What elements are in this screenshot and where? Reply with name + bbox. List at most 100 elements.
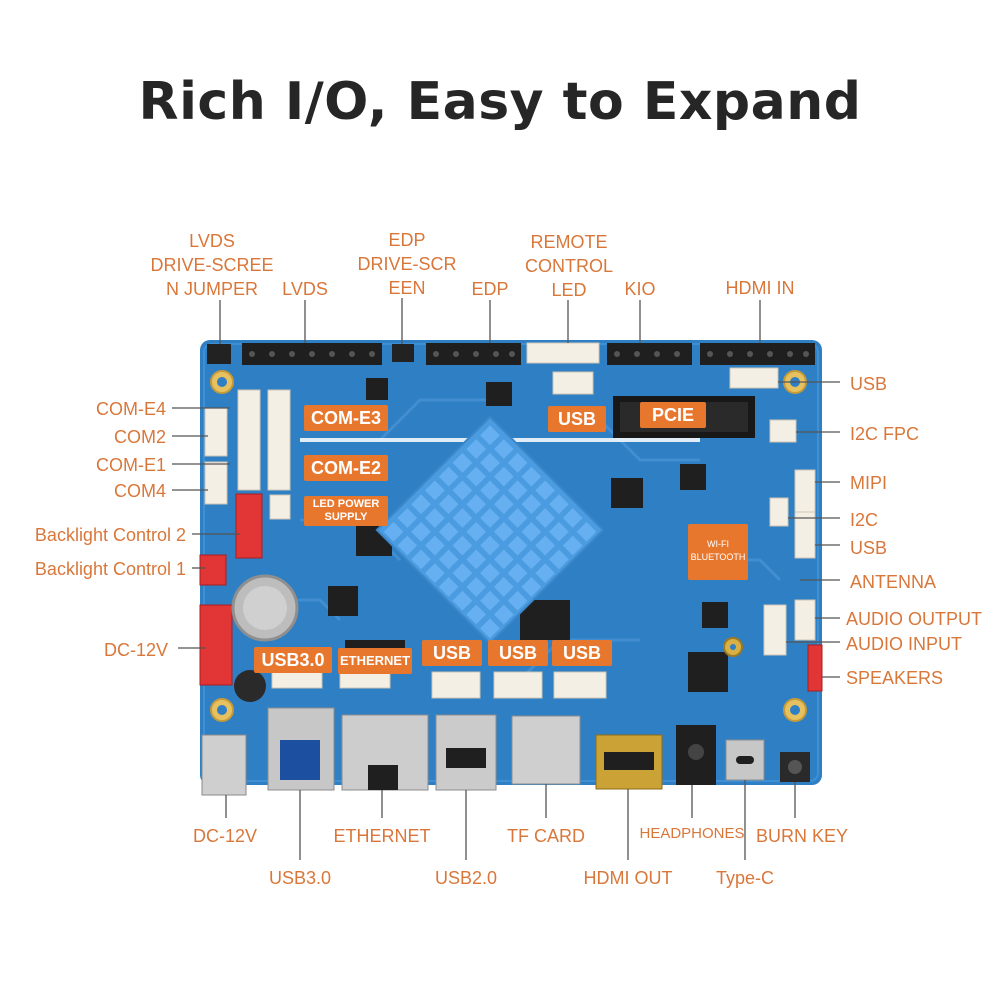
tag-pcie: PCIE bbox=[640, 402, 706, 428]
label-usb20: USB2.0 bbox=[434, 868, 498, 888]
heatsink-fin bbox=[493, 549, 514, 570]
heatsink-fin bbox=[452, 590, 473, 611]
bottom-ports bbox=[201, 707, 810, 796]
tag-usb-b: USB bbox=[488, 640, 548, 666]
label-edp-drive-screen: EDP DRIVE-SCR EEN bbox=[357, 230, 457, 298]
heatsink-fin bbox=[493, 604, 514, 625]
label-dc12v-left: DC-12V bbox=[103, 640, 168, 660]
heatsink-fin bbox=[507, 590, 528, 611]
label-i2c: I2C bbox=[850, 510, 879, 530]
heatsink-fin bbox=[521, 549, 542, 570]
heatsink-fin bbox=[480, 618, 500, 639]
heatsink-fin bbox=[452, 535, 473, 556]
label-audio-output: AUDIO OUTPUT bbox=[846, 609, 983, 629]
heatsink-fin bbox=[535, 563, 556, 584]
heatsink-fin bbox=[480, 590, 500, 611]
heatsink-fin bbox=[480, 425, 500, 446]
heatsink-fin bbox=[452, 480, 473, 501]
heatsink-fin bbox=[535, 480, 556, 501]
heatsink bbox=[375, 415, 605, 645]
label-remote-control-led: REMOTE CONTROL LED bbox=[524, 232, 613, 300]
capacitor bbox=[234, 670, 266, 702]
tag-usb-c: USB bbox=[552, 640, 612, 666]
heatsink-fin bbox=[438, 494, 459, 515]
tag-wifi-bluetooth: WI-FI BLUETOOTH bbox=[688, 524, 748, 580]
heatsink-fin bbox=[466, 466, 487, 487]
heatsink-fin bbox=[480, 535, 500, 556]
label-com2: COM2 bbox=[113, 427, 166, 447]
label-edp: EDP bbox=[471, 279, 509, 299]
heatsink-fin bbox=[411, 494, 431, 515]
heatsink-fin bbox=[521, 494, 542, 515]
leader-lines bbox=[172, 298, 840, 860]
heatsink-fin bbox=[493, 577, 514, 597]
label-dc12v-bottom: DC-12V bbox=[192, 826, 258, 846]
tag-usb30: USB3.0 bbox=[254, 647, 332, 673]
heatsink-fin bbox=[397, 535, 418, 556]
label-usb30-bottom: USB3.0 bbox=[268, 868, 332, 888]
heatsink-fin bbox=[466, 577, 487, 597]
tag-ethernet: ETHERNET bbox=[338, 648, 412, 674]
heatsink-fin bbox=[424, 508, 445, 528]
heatsink-fin bbox=[507, 480, 528, 501]
tag-com-e3: COM-E3 bbox=[304, 405, 388, 431]
heatsink-fin bbox=[424, 535, 445, 556]
heatsink-fin bbox=[480, 452, 500, 473]
heatsink-fin bbox=[493, 466, 514, 487]
label-speakers: SPEAKERS bbox=[846, 668, 944, 688]
heatsink-fin bbox=[411, 549, 431, 570]
heatsink-fin bbox=[549, 549, 569, 570]
heatsink-fin bbox=[535, 535, 556, 556]
label-mipi: MIPI bbox=[850, 473, 888, 493]
heatsink-fin bbox=[466, 549, 487, 570]
heatsink-fin bbox=[507, 452, 528, 473]
label-com-e4: COM-E4 bbox=[95, 399, 166, 419]
label-antenna: ANTENNA bbox=[850, 572, 937, 592]
red-connectors bbox=[199, 493, 823, 692]
heatsink-fin bbox=[424, 480, 445, 501]
heatsink-fin bbox=[438, 466, 459, 487]
label-tf-card: TF CARD bbox=[507, 826, 585, 846]
tag-usb-a: USB bbox=[422, 640, 482, 666]
heatsink-fin bbox=[383, 521, 404, 542]
label-backlight-control-2: Backlight Control 2 bbox=[34, 525, 186, 545]
heatsink-fin bbox=[480, 508, 500, 528]
label-com-e1: COM-E1 bbox=[95, 455, 166, 475]
heatsink-fin bbox=[452, 563, 473, 584]
label-i2c-fpc: I2C FPC bbox=[850, 424, 920, 444]
label-ethernet-bottom: ETHERNET bbox=[333, 826, 431, 846]
heatsink-fin bbox=[521, 466, 542, 487]
heatsink-fin bbox=[549, 521, 569, 542]
label-lvds-jumper: LVDS DRIVE-SCREE N JUMPER bbox=[150, 231, 274, 299]
page-title: Rich I/O, Easy to Expand bbox=[138, 72, 862, 132]
label-hdmi-out: HDMI OUT bbox=[583, 868, 673, 888]
heatsink-fin bbox=[424, 563, 445, 584]
heatsink-fin bbox=[521, 577, 542, 597]
top-pin-headers bbox=[207, 342, 815, 365]
tag-led-power-supply: LED POWER SUPPLY bbox=[304, 496, 388, 526]
heatsink-fin bbox=[507, 563, 528, 584]
heatsink-fin bbox=[438, 549, 459, 570]
label-backlight-control-1: Backlight Control 1 bbox=[34, 559, 186, 579]
heatsink-fin bbox=[452, 452, 473, 473]
label-hdmi-in: HDMI IN bbox=[725, 278, 795, 298]
label-lvds: LVDS bbox=[282, 279, 328, 299]
heatsink-fin bbox=[493, 439, 514, 459]
label-usb-right-1: USB bbox=[850, 374, 888, 394]
heatsink-fin bbox=[466, 439, 487, 459]
label-com4: COM4 bbox=[113, 481, 166, 501]
heatsink-fin bbox=[507, 535, 528, 556]
heatsink-fin bbox=[480, 563, 500, 584]
label-kio: KIO bbox=[624, 279, 656, 299]
heatsink-fin bbox=[438, 577, 459, 597]
label-audio-input: AUDIO INPUT bbox=[846, 634, 963, 654]
heatsink-fin bbox=[549, 494, 569, 515]
heatsink-fin bbox=[535, 508, 556, 528]
tag-usb-top: USB bbox=[548, 406, 606, 432]
heatsink-fin bbox=[562, 535, 583, 556]
heatsink-fin bbox=[466, 604, 487, 625]
label-usb-right-2: USB bbox=[850, 538, 888, 558]
heatsink-fin bbox=[480, 480, 500, 501]
tag-com-e2: COM-E2 bbox=[304, 455, 388, 481]
label-type-c: Type-C bbox=[715, 868, 775, 888]
